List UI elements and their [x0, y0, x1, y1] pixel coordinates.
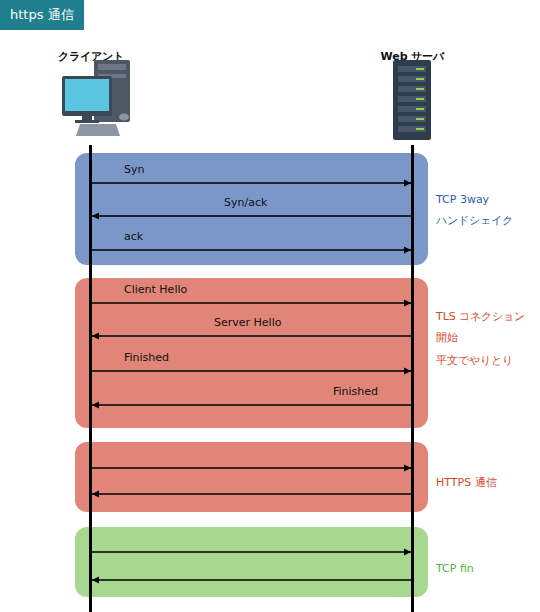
- message-arrow: [92, 368, 411, 375]
- phase-band: HTTPS 通信: [75, 442, 428, 512]
- message-arrow: [92, 247, 411, 254]
- message-arrow: [92, 549, 411, 556]
- client-computer-icon: [62, 60, 130, 136]
- message-label: Server Hello: [214, 316, 281, 329]
- message-label: ack: [124, 230, 143, 243]
- phase-label: 平文でやりとり: [436, 350, 536, 371]
- lifeline: Web サーバ: [411, 145, 414, 612]
- web-server-icon: [393, 60, 431, 140]
- title-tab: https 通信: [0, 0, 84, 30]
- phase-label: TCP 3way ハンドシェイク: [436, 189, 536, 231]
- message-label: Finished: [333, 385, 378, 398]
- message-label: Syn: [124, 163, 144, 176]
- message-label: Syn/ack: [224, 196, 267, 209]
- message-arrow: [92, 577, 411, 584]
- message-arrow: [92, 491, 411, 498]
- phase-band: TCP fin: [75, 527, 428, 597]
- phase-label: HTTPS 通信: [436, 472, 536, 493]
- lifeline: クライアント: [89, 145, 92, 612]
- message-label: Finished: [124, 351, 169, 364]
- phase-label: TCP fin: [436, 558, 536, 579]
- phase-label: TLS コネクション 開始: [436, 306, 536, 348]
- message-arrow: [92, 300, 411, 307]
- message-label: Client Hello: [124, 283, 187, 296]
- message-arrow: [92, 180, 411, 187]
- message-arrow: [92, 465, 411, 472]
- message-arrow: [92, 402, 411, 409]
- message-arrow: [92, 333, 411, 340]
- message-arrow: [92, 213, 411, 220]
